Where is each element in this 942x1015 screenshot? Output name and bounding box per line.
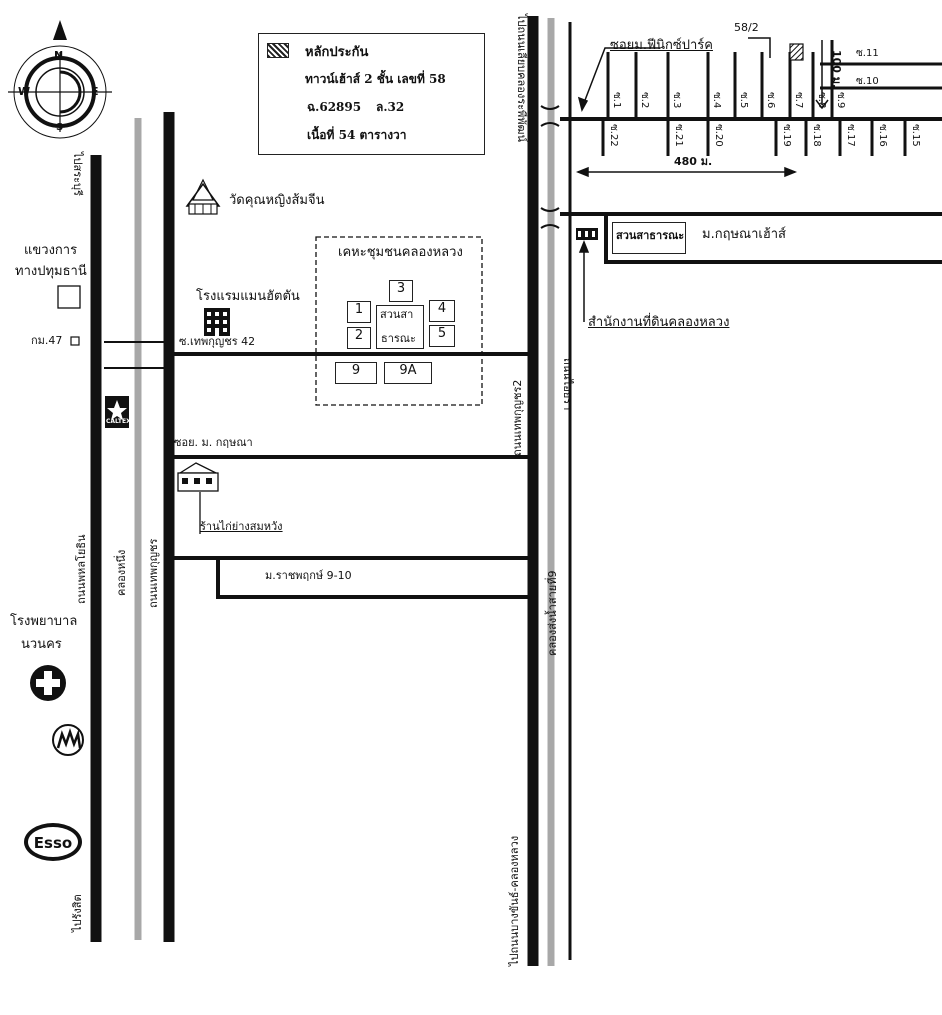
block-2: 2: [347, 327, 371, 349]
rachaphruk-road: [174, 556, 530, 599]
to-saraburi-label: ไปสระบุรี: [71, 152, 84, 196]
legend-line1: ทาวน์เฮ้าส์ 2 ชั้น เลขที่ 58: [305, 72, 446, 86]
thep2-road-label: ถนนเทพกุญชร2: [511, 379, 524, 456]
soi-top-label: ซ.4: [711, 92, 722, 109]
soi-top-ticks: [606, 40, 834, 117]
district-office-label-1: แขวงการ: [24, 243, 78, 258]
soi-top-label: ซ.7: [793, 92, 804, 109]
soi-top-label: ซ.3: [671, 92, 682, 109]
phoenix-leader: [577, 47, 660, 113]
soi-bottom-label: ซ.17: [845, 124, 856, 147]
soi-top-label: ซ.2: [639, 92, 650, 109]
svg-text:Esso: Esso: [34, 834, 72, 852]
dimension-480: [575, 166, 798, 178]
compass-w: W: [18, 85, 31, 98]
soi-bottom-label: ซ.19: [781, 124, 792, 147]
soi-top-label: ซ.6: [765, 92, 776, 109]
soi-right-10: ซ.10: [856, 76, 879, 87]
ptt-logo: [52, 724, 84, 756]
block-4: 4: [429, 300, 455, 322]
kritsana-house-road: [560, 212, 942, 264]
bridge-right: [540, 105, 560, 229]
soi-top-label: ซ.1: [611, 92, 622, 109]
soi-right-11: ซ.11: [856, 48, 879, 59]
soi-bottom-label: ซ.16: [877, 124, 888, 147]
soi-kritsana-label: ซอย. ม. กฤษณา: [174, 436, 253, 449]
km47-label: กม.47: [31, 334, 63, 347]
compass-s: S: [56, 122, 64, 133]
soi-thep42-label: ซ.เทพกุญชร 42: [179, 335, 256, 348]
block-5: 5: [429, 325, 455, 347]
legend-line3: เนื้อที่ 54 ตารางวา: [307, 128, 407, 142]
legend-line2b: ล.32: [376, 100, 405, 114]
compass-n: N: [54, 49, 64, 62]
housing-outline: [315, 236, 483, 406]
legend-box: หลักประกัน ทาวน์เฮ้าส์ 2 ชั้น เลขที่ 58 …: [258, 33, 485, 155]
park-label-1: สวนสา: [380, 308, 414, 321]
public-park-label: สวนสาธารณะ: [616, 229, 685, 242]
soi-bottom-label: ซ.20: [713, 124, 724, 147]
block-9: 9: [335, 362, 377, 384]
compass-rose: [8, 20, 112, 139]
bridge-left: [104, 341, 164, 369]
soi-bottom-label: ซ.18: [811, 124, 822, 147]
soi-bottom-ticks: [601, 121, 907, 156]
to-rangsit-label: ไปรังสิต: [71, 894, 84, 932]
soi-top-label: ซ.8: [816, 92, 827, 109]
dist-100-label: 100 ม.: [830, 50, 843, 89]
block-1: 1: [347, 301, 371, 323]
hospital-label-1: โรงพยาบาล: [10, 614, 78, 629]
soi-top-label: ซ.9: [835, 92, 846, 109]
soi-bottom-label: ซ.15: [910, 124, 921, 147]
thep-road-label: ถนนเทพกุญชร: [147, 538, 160, 608]
land-office-icon: [576, 228, 598, 240]
khlong9-label: คลองส่งน้ำสายที่9: [546, 570, 559, 656]
restaurant-label: ร้านไก่ย่างสมหวัง: [200, 520, 283, 533]
dist-480-label: 480 ม.: [674, 155, 713, 168]
rachaphruk-label: ม.ราชพฤกษ์ 9-10: [265, 569, 352, 582]
soi-bottom-label: ซ.22: [608, 124, 619, 147]
public-park-box: [612, 222, 686, 254]
to-bangkhan-label: ไปถนนบางขันธ์-คลองหลวง: [508, 835, 521, 966]
itsaya-road-label: ถนนไอยรา: [561, 358, 574, 411]
hospital-label-2: นวนคร: [21, 637, 62, 652]
hotel-label: โรงแรมแมนฮัตตัน: [196, 289, 300, 304]
land-office-leader: [578, 239, 590, 322]
compass-e: E: [91, 85, 99, 98]
caltex-logo: [105, 396, 129, 428]
housing-title-label: เคหะชุมชนคลองหลวง: [338, 245, 463, 260]
district-office-box: [57, 285, 81, 309]
khlong-nueng-label: คลองหนึ่ง: [115, 549, 128, 596]
park-block: [376, 305, 424, 349]
temple-icon: [185, 178, 221, 215]
collateral-swatch: [267, 43, 289, 58]
hotel-icon: [204, 308, 230, 336]
restaurant-icon: [177, 462, 219, 492]
kritsana-house-label: ม.กฤษณาเฮ้าส์: [702, 227, 786, 242]
caltex-text: CALTEX: [106, 418, 131, 425]
dimension-100: [815, 40, 829, 110]
to-liap-khlong-label: ไปถนนเลียบคลองระพีพัฒน์: [515, 14, 528, 142]
park-label-2: ธารณะ: [381, 332, 416, 345]
soi-bottom-label: ซ.21: [673, 124, 684, 147]
house-no-label: 58/2: [734, 21, 759, 34]
phoenix-park-label: ซอยม.ฟีนิกซ์ปาร์ค: [610, 38, 713, 53]
esso-logo: Esso: [24, 823, 82, 861]
legend-title: หลักประกัน: [305, 45, 369, 60]
block-3: 3: [389, 280, 413, 302]
district-office-label-2: ทางปทุมธานี: [15, 264, 87, 279]
legend-line2a: ฉ.62895: [307, 100, 362, 114]
hospital-cross-icon: [30, 665, 66, 701]
soi-right-lines: [820, 62, 942, 90]
soi-top-label: ซ.5: [738, 92, 749, 109]
block-9a: 9A: [384, 362, 432, 384]
temple-label: วัดคุณหญิงส้มจีน: [229, 193, 325, 208]
land-office-label: สำนักงานที่ดินคลองหลวง: [588, 315, 730, 330]
target-house-marker: [748, 37, 804, 61]
phahon-road-label: ถนนพหลโยธิน: [75, 534, 88, 604]
km47-marker: [70, 336, 80, 346]
